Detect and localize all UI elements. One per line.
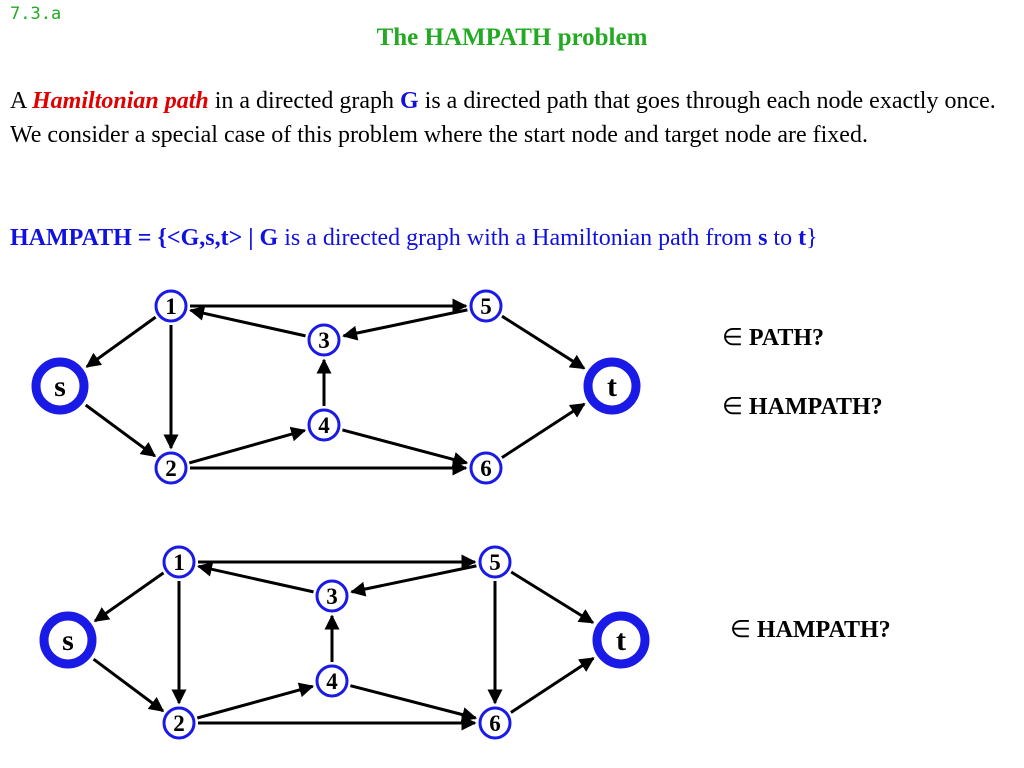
node-6: 6 [478, 706, 512, 740]
question-in-path: ∈ PATH? [722, 323, 824, 352]
node-2: 2 [162, 706, 196, 740]
edge-2-to-4 [196, 682, 315, 720]
edge-4-to-6 [350, 684, 478, 722]
node-1: 1 [154, 289, 188, 323]
hamiltonian-path-term: Hamiltonian path [32, 88, 209, 114]
definition-text-1: is a directed graph with a Hamiltonian p… [278, 225, 759, 251]
node-label: t [607, 370, 617, 403]
node-label: 5 [480, 294, 492, 319]
graph-symbol: G [399, 88, 419, 114]
node-label: 3 [318, 328, 330, 353]
node-circle [154, 289, 188, 323]
paragraph-text-2: in a directed graph [208, 88, 400, 114]
edge-3-to-1 [189, 305, 306, 338]
question-label: PATH? [742, 325, 825, 351]
edge-5-to-t [501, 314, 586, 370]
edge-4-to-6 [342, 428, 469, 467]
element-of-symbol: ∈ [722, 325, 743, 351]
node-label: 1 [165, 294, 177, 319]
node-circle [315, 579, 349, 613]
element-of-symbol: ∈ [722, 394, 743, 420]
hampath-language-definition: HAMPATH = {<G,s,t> | G is a directed gra… [10, 221, 1020, 255]
node-circle [162, 706, 196, 740]
slide-title: The HAMPATH problem [376, 24, 648, 51]
node-1: 1 [162, 545, 196, 579]
node-circle [31, 357, 89, 415]
node-circle [478, 545, 512, 579]
node-circle [39, 611, 97, 669]
node-4: 4 [315, 664, 349, 698]
question-in-hampath-2: ∈ HAMPATH? [730, 615, 891, 644]
edge-5-to-3 [342, 308, 468, 341]
node-3: 3 [307, 323, 341, 357]
node-circle [469, 289, 503, 323]
edge-s-to-2 [84, 403, 157, 458]
node-label: t [616, 624, 626, 657]
node-label: 1 [173, 550, 185, 575]
node-s: s [31, 357, 89, 415]
definition-text-2: to [767, 225, 799, 251]
definition-t: t [798, 225, 807, 251]
question-label: HAMPATH? [742, 394, 883, 420]
node-circle [154, 451, 188, 485]
node-6: 6 [469, 451, 503, 485]
node-circle [307, 408, 341, 442]
node-circle [162, 545, 196, 579]
node-label: 4 [318, 413, 330, 438]
definition-lhs: HAMPATH = {<G,s,t> | G [10, 225, 279, 251]
node-5: 5 [478, 545, 512, 579]
node-t: t [583, 357, 641, 415]
paragraph-text-3: is a directed path that goes through eac… [10, 88, 996, 148]
slide-number: 7.3.a [10, 4, 62, 24]
node-3: 3 [315, 579, 349, 613]
node-label: s [62, 624, 74, 657]
question-label: HAMPATH? [750, 617, 891, 643]
edge-3-to-1 [197, 561, 314, 594]
node-5: 5 [469, 289, 503, 323]
node-label: 2 [173, 711, 185, 736]
graph-2: s t 1 2 3 4 5 6 [39, 545, 650, 740]
node-s: s [39, 611, 97, 669]
node-circle [307, 323, 341, 357]
node-2: 2 [154, 451, 188, 485]
node-label: s [54, 370, 66, 403]
node-label: 6 [480, 456, 492, 481]
paragraph-text-1: A [10, 88, 33, 114]
node-circle [592, 611, 650, 669]
edge-6-to-t [501, 402, 586, 459]
node-label: 6 [489, 711, 501, 736]
edge-5-to-3 [350, 564, 477, 597]
node-label: 4 [326, 669, 338, 694]
edge-1-to-s [85, 315, 157, 368]
node-circle [583, 357, 641, 415]
edge-1-to-s [93, 571, 165, 623]
edge-s-to-2 [92, 657, 165, 713]
node-label: 3 [326, 584, 338, 609]
edge-5-to-t [510, 570, 595, 624]
question-in-hampath-1: ∈ HAMPATH? [722, 392, 883, 421]
definition-end: } [806, 225, 818, 251]
node-t: t [592, 611, 650, 669]
element-of-symbol: ∈ [730, 617, 751, 643]
node-circle [469, 451, 503, 485]
edge-6-to-t [510, 656, 595, 714]
node-circle [315, 664, 349, 698]
graph-1: s t 1 2 3 4 5 6 [31, 289, 641, 485]
node-label: 5 [489, 550, 501, 575]
definition-s: s [758, 225, 768, 251]
node-4: 4 [307, 408, 341, 442]
definition-paragraph: A Hamiltonian path in a directed graph G… [10, 84, 1010, 152]
edge-2-to-4 [188, 426, 307, 465]
node-label: 2 [165, 456, 177, 481]
node-circle [478, 706, 512, 740]
